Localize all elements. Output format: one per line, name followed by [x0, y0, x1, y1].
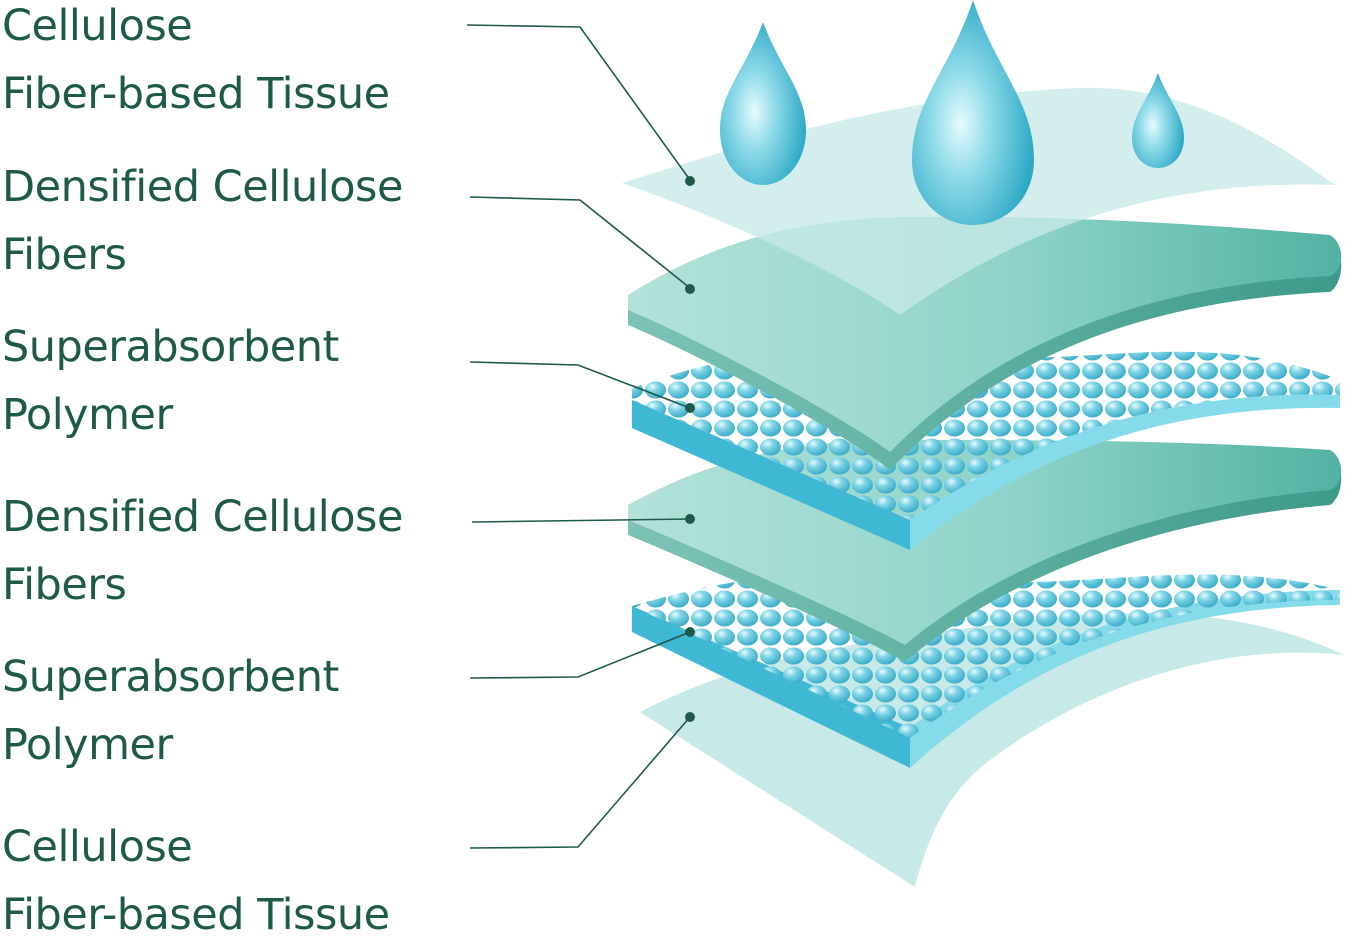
label-lower-superabsorbent-polymer: Superabsorbent Polymer: [2, 652, 339, 770]
leader-line-2: [469, 196, 691, 289]
leader-line-4: [471, 518, 691, 523]
lower-polymer-layer: [632, 573, 1340, 768]
label-bottom-tissue: Cellulose Fiber-based Tissue: [2, 822, 390, 940]
droplet-large-center: [912, 0, 1034, 225]
water-droplets: [720, 0, 1184, 225]
leader-dots: [685, 176, 695, 722]
leader-lines: [466, 24, 691, 849]
leader-dot-4: [685, 514, 695, 524]
upper-densified-layer: [628, 216, 1342, 470]
label-top-tissue: Cellulose Fiber-based Tissue: [2, 1, 390, 119]
label-lower-densified-fibers: Densified Cellulose Fibers: [2, 492, 403, 610]
leader-line-1: [466, 24, 691, 181]
leader-line-3: [469, 361, 691, 409]
leader-dot-5: [685, 627, 695, 637]
leader-dot-3: [685, 403, 695, 413]
leader-dot-1: [685, 176, 695, 186]
droplet-small-left: [720, 22, 806, 185]
droplet-small-right: [1132, 73, 1184, 168]
leader-line-5: [469, 631, 691, 679]
leader-line-6: [469, 716, 691, 849]
label-upper-densified-fibers: Densified Cellulose Fibers: [2, 162, 403, 280]
label-upper-superabsorbent-polymer: Superabsorbent Polymer: [2, 322, 339, 440]
leader-dot-6: [685, 712, 695, 722]
leader-dot-2: [685, 284, 695, 294]
